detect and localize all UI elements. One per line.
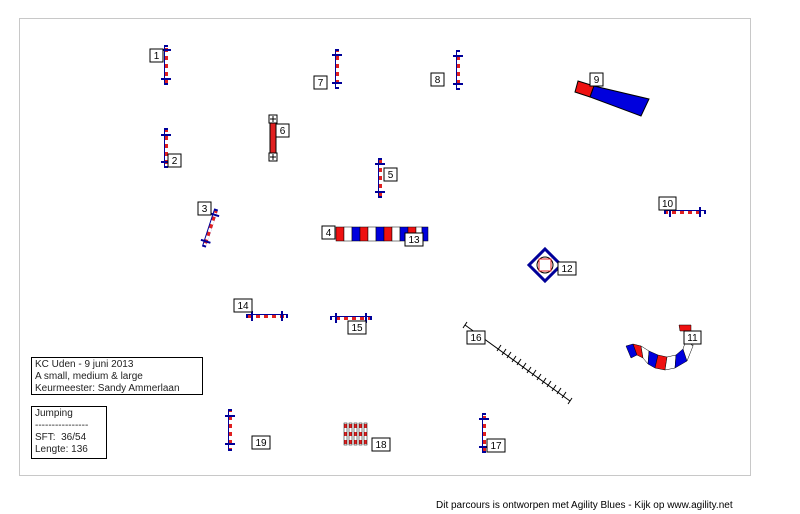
label-3: 3 xyxy=(197,201,212,216)
field-border xyxy=(19,18,751,476)
svg-text:17: 17 xyxy=(490,441,502,452)
svg-text:10: 10 xyxy=(662,199,674,210)
label-18: 18 xyxy=(371,437,391,452)
label-4: 4 xyxy=(321,225,336,240)
run-length: Lengte: 136 xyxy=(35,444,88,455)
table-12[interactable] xyxy=(526,246,564,284)
footer-credit: Dit parcours is ontworpen met Agility Bl… xyxy=(436,500,733,511)
label-7: 7 xyxy=(313,75,328,90)
course-judge: Keurmeester: Sandy Ammerlaan xyxy=(35,383,180,394)
label-13: 13 xyxy=(404,232,424,247)
svg-text:9: 9 xyxy=(594,75,600,86)
label-17: 17 xyxy=(486,438,506,453)
jump-3[interactable] xyxy=(199,207,221,248)
label-15: 15 xyxy=(347,320,367,335)
curved-tunnel-11[interactable] xyxy=(625,324,694,371)
jump-19[interactable] xyxy=(225,409,235,451)
label-2: 2 xyxy=(167,153,182,168)
svg-text:6: 6 xyxy=(280,126,286,137)
label-11: 11 xyxy=(683,330,702,345)
label-14: 14 xyxy=(233,298,253,313)
svg-text:2: 2 xyxy=(172,156,178,167)
svg-text:3: 3 xyxy=(202,204,208,215)
jump-5[interactable] xyxy=(375,158,385,198)
tyre-6[interactable] xyxy=(268,114,278,162)
label-5: 5 xyxy=(383,167,398,182)
label-6: 6 xyxy=(275,123,290,138)
label-12: 12 xyxy=(557,261,577,276)
svg-text:16: 16 xyxy=(470,333,482,344)
collapsed-tunnel-9[interactable] xyxy=(574,80,650,117)
jump-7[interactable] xyxy=(332,49,342,89)
course-title: KC Uden - 9 juni 2013 xyxy=(35,359,134,370)
svg-text:8: 8 xyxy=(435,75,441,86)
svg-text:11: 11 xyxy=(687,333,698,344)
label-8: 8 xyxy=(430,72,445,87)
run-separator: ---------------- xyxy=(35,420,89,431)
label-9: 9 xyxy=(589,72,604,87)
jump-8[interactable] xyxy=(453,50,463,90)
label-19: 19 xyxy=(251,435,271,450)
label-16: 16 xyxy=(466,330,486,345)
svg-text:5: 5 xyxy=(388,170,394,181)
svg-text:19: 19 xyxy=(255,438,267,449)
svg-text:13: 13 xyxy=(408,235,420,246)
label-1: 1 xyxy=(149,48,164,63)
svg-text:4: 4 xyxy=(326,228,332,239)
svg-text:12: 12 xyxy=(561,264,573,275)
svg-text:14: 14 xyxy=(237,301,249,312)
jump-14[interactable] xyxy=(246,311,288,321)
svg-text:1: 1 xyxy=(154,51,160,62)
svg-text:15: 15 xyxy=(351,323,363,334)
run-type: Jumping xyxy=(35,408,73,419)
course-info-box: KC Uden - 9 juni 2013 A small, medium & … xyxy=(31,357,203,395)
run-sft: SFT: 36/54 xyxy=(35,432,87,443)
course-classes: A small, medium & large xyxy=(35,371,143,382)
svg-text:7: 7 xyxy=(318,78,324,89)
label-10: 10 xyxy=(658,196,677,211)
svg-text:18: 18 xyxy=(375,440,387,451)
run-info-box: Jumping ---------------- SFT: 36/54 Leng… xyxy=(31,406,107,459)
weave-poles-18[interactable] xyxy=(343,422,368,446)
